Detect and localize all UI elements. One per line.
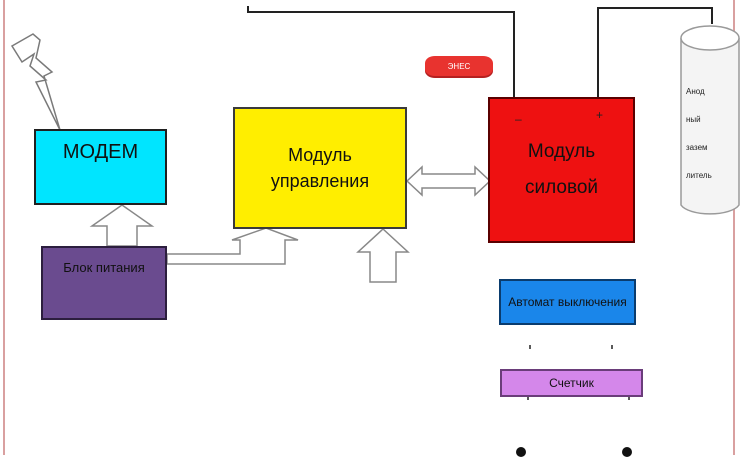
frame-border	[3, 0, 735, 455]
power-module-box: Модуль силовой	[488, 97, 635, 243]
line-top-left	[247, 6, 515, 97]
breaker-box: Автомат выключения	[499, 279, 636, 325]
terminal-dot-right	[622, 447, 632, 457]
power-module-label-line1: Модуль	[527, 141, 596, 162]
plus-sign: +	[596, 108, 604, 122]
anode-cylinder-icon	[680, 25, 740, 215]
arrow-power-to-control	[166, 227, 299, 265]
power-module-label-line2: силовой	[524, 177, 599, 198]
line-top-right	[597, 7, 713, 97]
enes-badge: ЭНЕС	[425, 56, 493, 76]
power-block-label: Блок питания	[63, 260, 145, 275]
lightning-bolt-icon	[10, 33, 61, 131]
modem-box: МОДЕМ	[34, 129, 167, 205]
modem-label: МОДЕМ	[62, 141, 139, 163]
arrow-into-control	[356, 227, 410, 283]
power-block-box: Блок питания	[41, 246, 167, 320]
meter-box: Счетчик	[500, 369, 643, 397]
arrow-bidirectional	[405, 165, 492, 197]
meter-label: Счетчик	[549, 376, 594, 390]
anode-label: Анод ный зазем литель	[686, 87, 712, 180]
control-module-label: Модуль управления	[270, 145, 370, 191]
arrow-power-to-modem	[89, 204, 155, 247]
terminal-dot-left	[516, 447, 526, 457]
breaker-label: Автомат выключения	[508, 295, 627, 309]
minus-sign: –	[515, 112, 522, 126]
control-module-box: Модуль управления	[233, 107, 407, 229]
